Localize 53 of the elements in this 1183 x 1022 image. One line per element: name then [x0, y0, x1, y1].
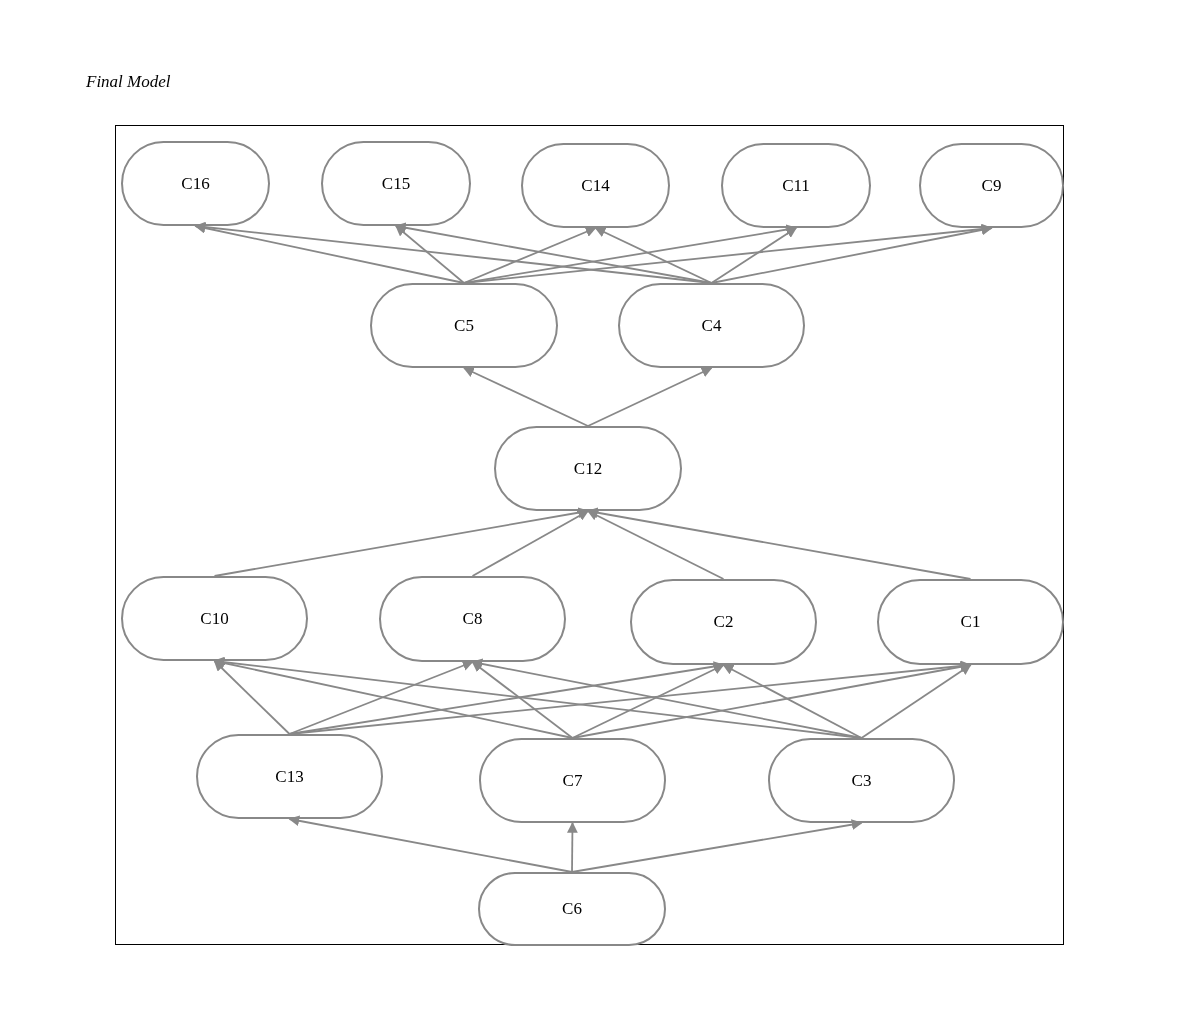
arrow: [471, 510, 589, 577]
node-label: C11: [782, 175, 810, 196]
rounded-node: [121, 576, 308, 661]
rounded-node: [321, 141, 471, 226]
node-label: C16: [181, 173, 210, 194]
arrow: [860, 664, 972, 739]
rounded-node: [479, 738, 666, 823]
node-label: C3: [851, 770, 872, 791]
rounded-node: [618, 283, 805, 368]
arrow: [710, 227, 797, 284]
arrow: [571, 664, 725, 739]
arrow: [722, 664, 863, 739]
node-label: C12: [573, 458, 603, 479]
node-label: C8: [462, 609, 483, 629]
node-label: C4: [701, 315, 722, 336]
rounded-node: [630, 579, 817, 665]
node-label: C15: [381, 173, 411, 194]
arrow: [586, 507, 972, 580]
rounded-node: [877, 579, 1064, 665]
arrow: [710, 224, 993, 284]
arrow: [567, 821, 578, 873]
arrow: [395, 225, 465, 284]
node-label: C13: [275, 766, 304, 787]
rounded-node: [121, 141, 270, 226]
diagram-title: Final Model: [86, 72, 171, 92]
rounded-node: [721, 143, 871, 228]
node-label: C6: [562, 899, 582, 919]
rounded-node: [494, 426, 682, 511]
node-label: C1: [960, 612, 981, 632]
arrow: [288, 660, 474, 735]
arrow: [288, 815, 573, 873]
arrow: [587, 510, 725, 580]
node-label: C9: [981, 175, 1002, 196]
node-label: C2: [713, 612, 734, 632]
node-label: C14: [581, 175, 610, 196]
arrow: [463, 226, 597, 284]
rounded-node: [521, 143, 670, 228]
rounded-node: [768, 738, 955, 823]
arrow: [213, 660, 291, 735]
node-label: C7: [562, 770, 583, 791]
node-label: C10: [200, 608, 229, 629]
rounded-node: [379, 576, 566, 662]
node-label: C5: [454, 315, 474, 336]
arrow: [471, 661, 574, 739]
rounded-node: [919, 143, 1064, 228]
rounded-node: [370, 283, 558, 368]
rounded-node: [478, 872, 666, 946]
arrow: [571, 819, 863, 873]
arrow: [594, 227, 713, 284]
rounded-node: [196, 734, 383, 819]
arrow: [587, 367, 713, 427]
frame-box: [115, 125, 1064, 945]
arrow: [463, 367, 589, 427]
